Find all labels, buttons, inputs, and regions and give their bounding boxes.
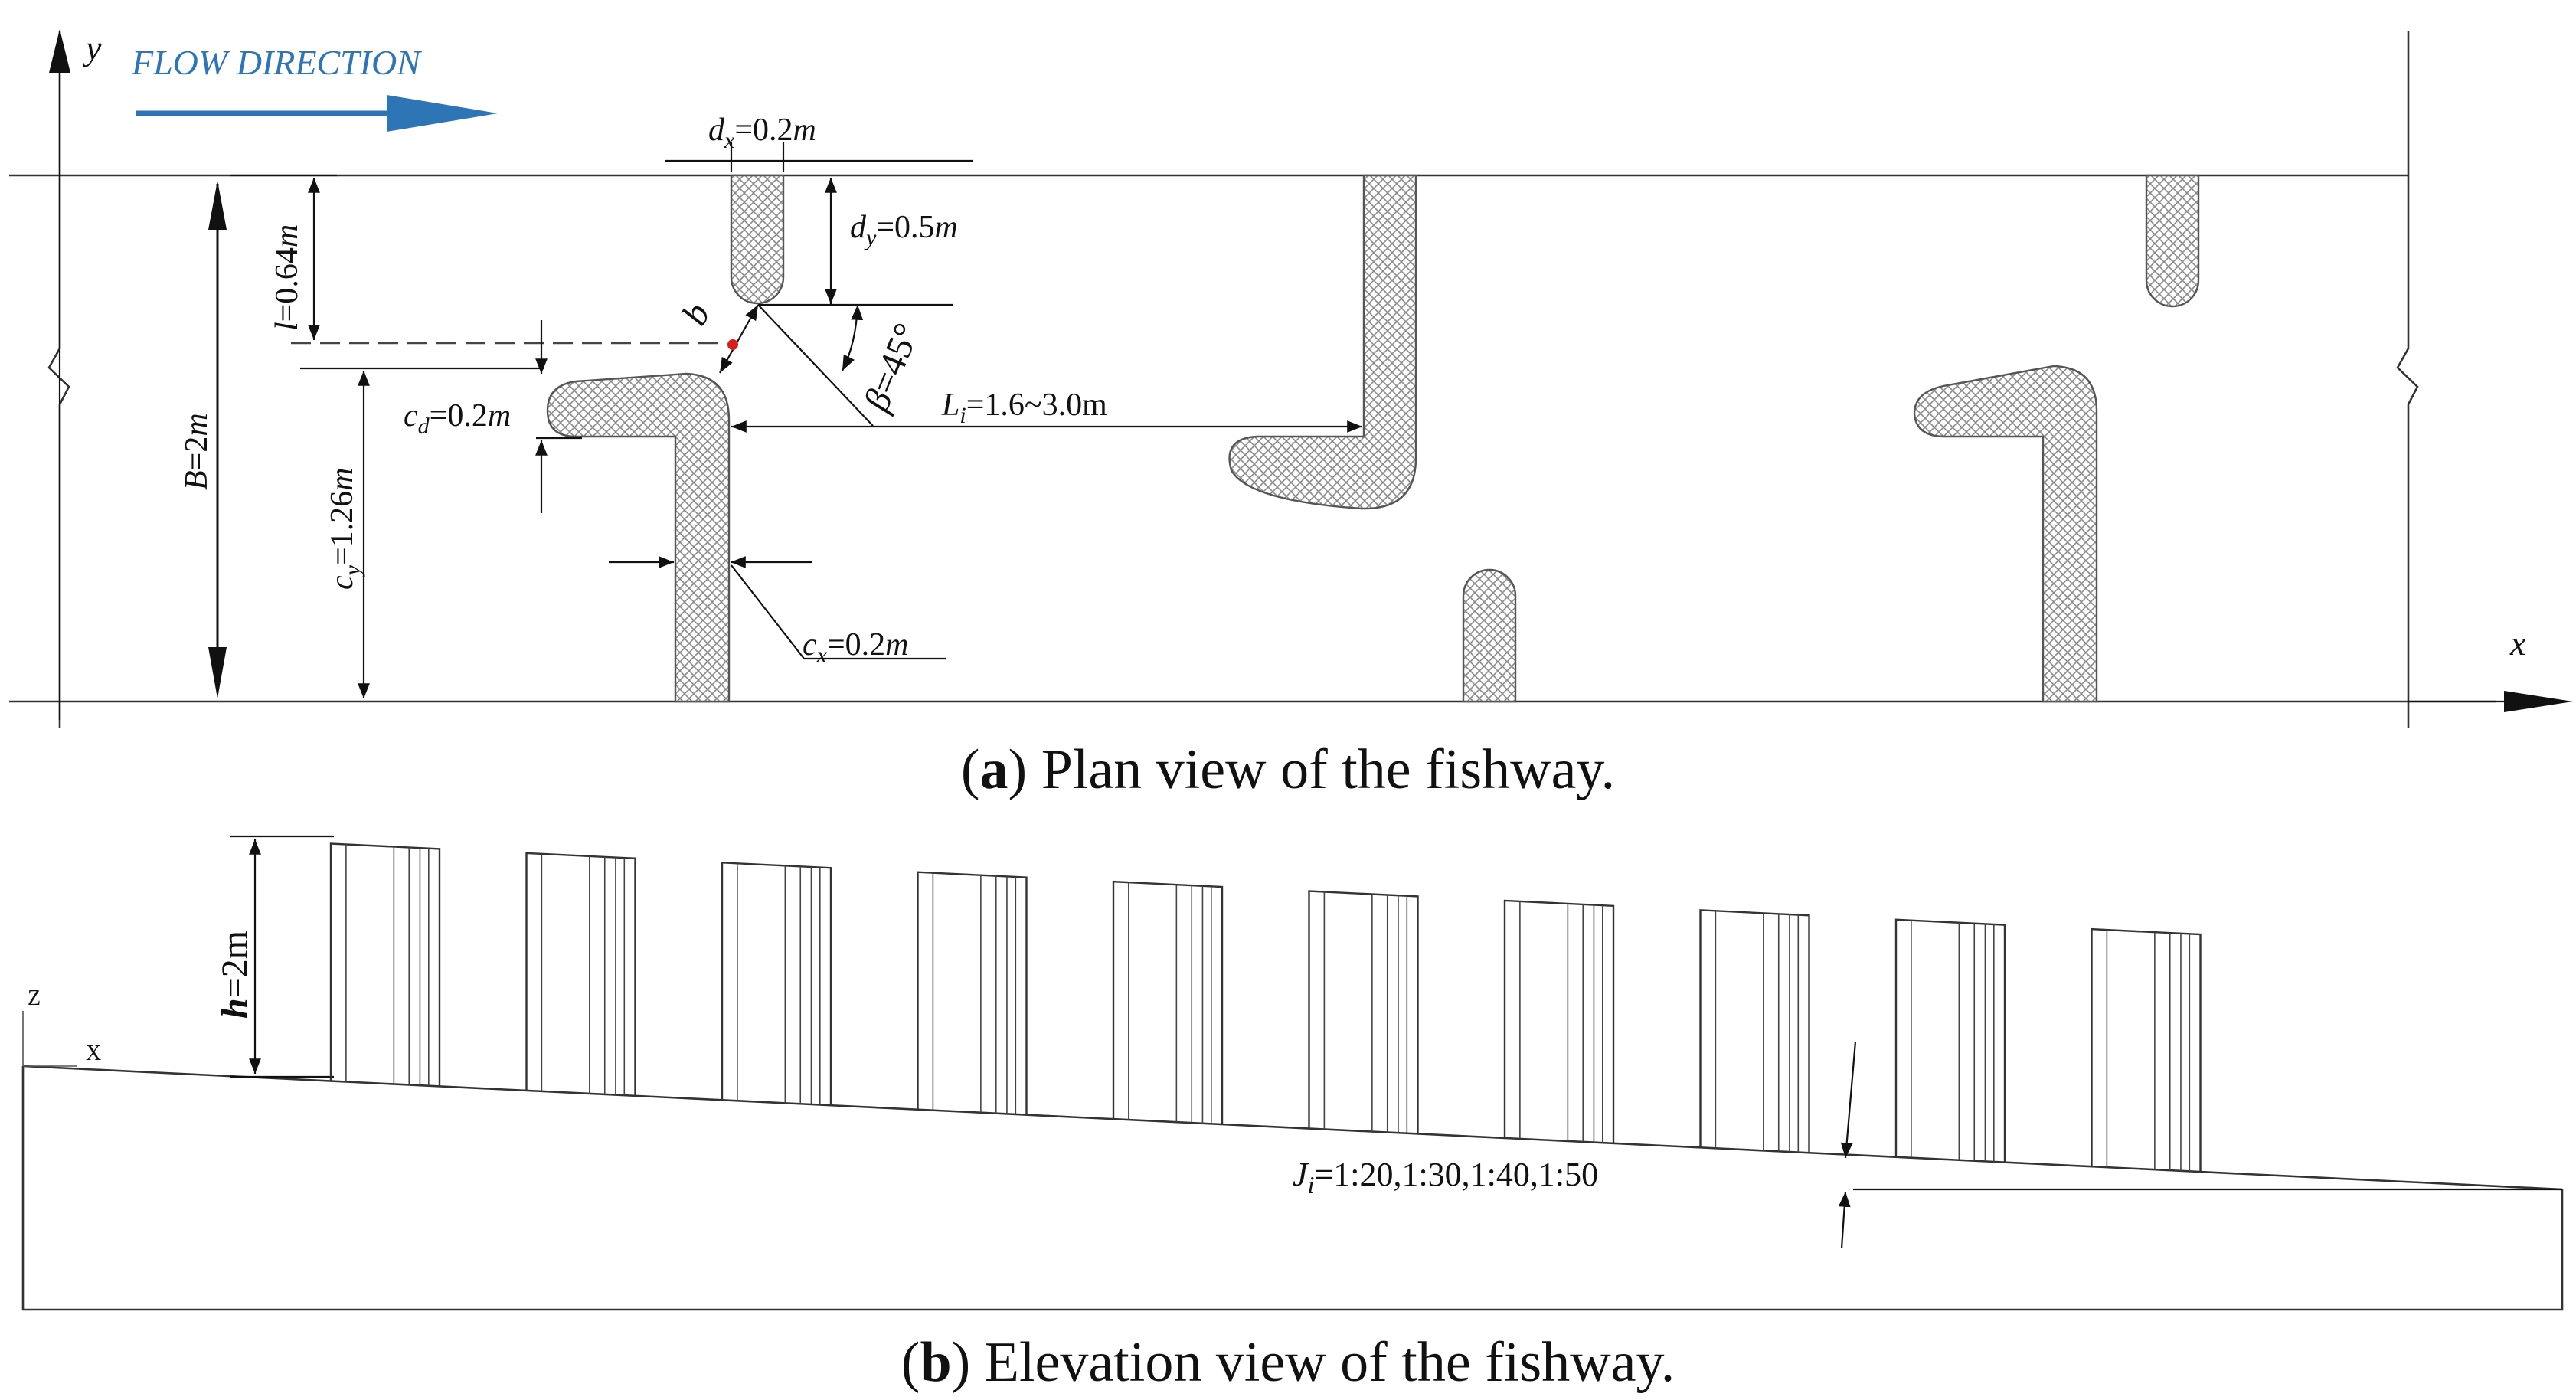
channel-profile-outline xyxy=(21,1066,2564,1311)
J-label: Ji=1:20,1:30,1:40,1:50 xyxy=(1293,1156,1598,1199)
B-arrowhead-bottom xyxy=(208,647,227,698)
cx-label: cx=0.2m xyxy=(803,627,909,668)
B-arrowhead-top xyxy=(208,181,227,230)
baffle-l-3 xyxy=(1913,365,2098,703)
beta-label: β=45° xyxy=(856,318,928,417)
right-break-line xyxy=(2396,31,2419,728)
y-axis-label: y xyxy=(83,28,102,67)
x-axis-arrowhead xyxy=(2504,691,2573,712)
J-dim-bottom xyxy=(1838,1191,1851,1249)
elevation-baffle-wall xyxy=(2091,927,2202,1173)
baffle-top-1 xyxy=(730,174,785,305)
elevation-view: Z X h=2m Ji=1:20,1:30,1:40,1:50 xyxy=(21,835,2564,1311)
caption-a-text: Plan view of the fishway. xyxy=(1027,738,1616,801)
elevation-baffle-wall xyxy=(1503,899,1615,1143)
Li-label: Li=1.6~3.0m xyxy=(941,388,1107,428)
baffle-top-2 xyxy=(2145,174,2200,308)
baffle-l-2 xyxy=(1228,174,1417,510)
caption-elevation-view: (b) Elevation view of the fishway. xyxy=(901,1331,1675,1394)
b-label: b xyxy=(674,296,718,332)
elevation-baffle-walls xyxy=(329,842,2202,1173)
cx-leader xyxy=(731,564,805,659)
flow-direction-label: FLOW DIRECTION xyxy=(131,43,422,82)
dx-label: dx=0.2m xyxy=(708,113,816,153)
h-label: h=2m xyxy=(214,931,255,1019)
elevation-baffle-wall xyxy=(917,871,1028,1115)
B-label: B=2m xyxy=(179,413,214,490)
elevation-baffle-wall xyxy=(329,842,441,1087)
caption-b-text: Elevation view of the fishway. xyxy=(970,1331,1675,1394)
x-axis-small-label: X xyxy=(86,1042,101,1065)
elevation-baffle-wall xyxy=(525,852,636,1096)
flow-arrow-head xyxy=(387,95,498,132)
cy-label: cy=1.26m xyxy=(325,467,365,590)
y-axis-arrowhead xyxy=(49,29,70,73)
J-dim-top xyxy=(1840,1041,1857,1159)
elevation-baffle-wall xyxy=(1894,918,2006,1163)
elevation-baffle-wall xyxy=(1308,890,1419,1134)
b-dim-line xyxy=(719,304,759,374)
b-marker-dot xyxy=(727,339,738,350)
caption-a-letter: a xyxy=(979,738,1008,801)
x-axis-label: x xyxy=(2509,623,2526,662)
elevation-baffle-wall xyxy=(1112,880,1224,1125)
l-label: l=0.64m xyxy=(270,224,305,331)
elevation-baffle-wall xyxy=(721,862,832,1106)
z-axis-label: Z xyxy=(28,986,41,1010)
cd-label: cd=0.2m xyxy=(404,398,511,439)
baffle-l-1 xyxy=(546,372,731,703)
caption-plan-view: (a) Plan view of the fishway. xyxy=(960,738,1616,801)
beta-line xyxy=(757,304,874,427)
beta-arc xyxy=(842,304,864,371)
elevation-baffle-wall xyxy=(1699,909,1810,1153)
caption-b-letter: b xyxy=(920,1331,952,1394)
channel-bed-slope xyxy=(22,1065,2563,1191)
baffle-bottom-1 xyxy=(1462,568,1517,703)
dy-label: dy=0.5m xyxy=(850,210,958,250)
plan-view: y x FLOW DIRECTION dx=0.2m dy=0.5m l=0.6… xyxy=(9,28,2573,728)
